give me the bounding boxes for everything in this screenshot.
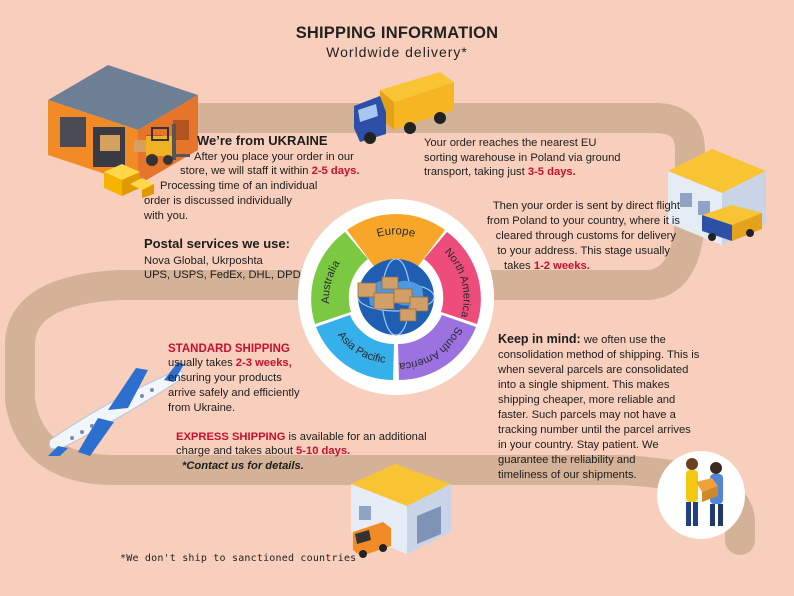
local-warehouse-icon — [351, 464, 451, 558]
page-subtitle: Worldwide delivery* — [326, 44, 468, 60]
standard-line-3: arrive safely and efficiently — [168, 387, 300, 399]
origin-line-1: After you place your order in our — [194, 151, 354, 163]
segment-south-america — [398, 315, 476, 380]
eu-line-2: sorting warehouse in Poland via ground — [424, 152, 621, 164]
truck-icon — [354, 72, 454, 144]
segment-asia-pacific — [316, 315, 394, 380]
eu-warehouse-icon — [668, 149, 766, 245]
origin-line-4: order is discussed individually — [144, 195, 292, 207]
postal-line-2: UPS, USPS, FedEx, DHL, DPD — [144, 269, 301, 281]
origin-heading: We’re from UKRAINE — [197, 133, 328, 148]
express-contact: *Contact us for details. — [182, 460, 304, 472]
postal-heading: Postal services we use: — [144, 236, 290, 251]
origin-line-3: Processing time of an individual — [160, 180, 318, 192]
express-line-1: EXPRESS SHIPPING is available for an add… — [176, 431, 427, 443]
postal-line-1: Nova Global, Ukrposhta — [144, 255, 263, 267]
express-line-2: charge and takes about 5-10 days. — [176, 445, 351, 457]
keep-line-1: Keep in mind: we often use the — [498, 332, 666, 346]
footnote: *We don't ship to sanctioned countries — [120, 553, 357, 564]
keep-line-9: guarantee the reliability and — [498, 454, 636, 466]
keep-line-2: consolidation method of shipping. This i… — [498, 349, 700, 361]
keep-line-7: tracking number until the parcel arrives — [498, 424, 691, 436]
flight-line-4: to your address. This stage usually — [497, 245, 670, 257]
eu-line-1: Your order reaches the nearest EU — [424, 137, 597, 149]
keep-line-8: in your country. Stay patient. We — [498, 439, 659, 451]
standard-heading: STANDARD SHIPPING — [168, 343, 290, 355]
keep-line-6: faster. Such parcels may not have a — [498, 409, 676, 421]
keep-line-4: into a single shipment. This makes — [498, 379, 670, 391]
flight-line-5: takes 1-2 weeks. — [504, 260, 590, 272]
flight-line-2: from Poland to your country, where it is — [486, 215, 680, 227]
label-europe: Europe — [376, 225, 417, 240]
airplane-icon — [48, 362, 184, 456]
flight-line-1: Then your order is sent by direct flight — [492, 200, 680, 212]
origin-line-5: with you. — [144, 210, 189, 222]
segment-australia — [311, 232, 368, 324]
forklift-icon — [134, 124, 190, 166]
region-wheel: Europe North America South America Asia … — [298, 199, 494, 395]
keep-line-10: timeliness of our shipments. — [498, 469, 637, 481]
segment-europe — [347, 213, 445, 269]
origin-line-2: store, we will staff it within 2-5 days. — [180, 165, 360, 177]
flight-line-3: cleared through customs for delivery — [495, 230, 676, 242]
segment-north-america — [424, 232, 481, 324]
parcel-boxes-icon — [104, 164, 154, 198]
delivery-people-icon — [657, 451, 745, 539]
globe-icon — [357, 258, 435, 336]
eu-line-3: transport, taking just 3-5 days. — [424, 166, 576, 178]
keep-line-3: when several parcels are consolidated — [498, 364, 689, 376]
page-title: SHIPPING INFORMATION — [295, 24, 499, 42]
standard-line-2: ensuring your products — [168, 372, 282, 384]
keep-line-5: shipping cheaper, more reliable and — [498, 394, 676, 406]
standard-line-4: from Ukraine. — [168, 402, 236, 414]
svg-text:Europe: Europe — [376, 225, 417, 240]
standard-line-1: usually takes 2-3 weeks, — [168, 357, 292, 369]
